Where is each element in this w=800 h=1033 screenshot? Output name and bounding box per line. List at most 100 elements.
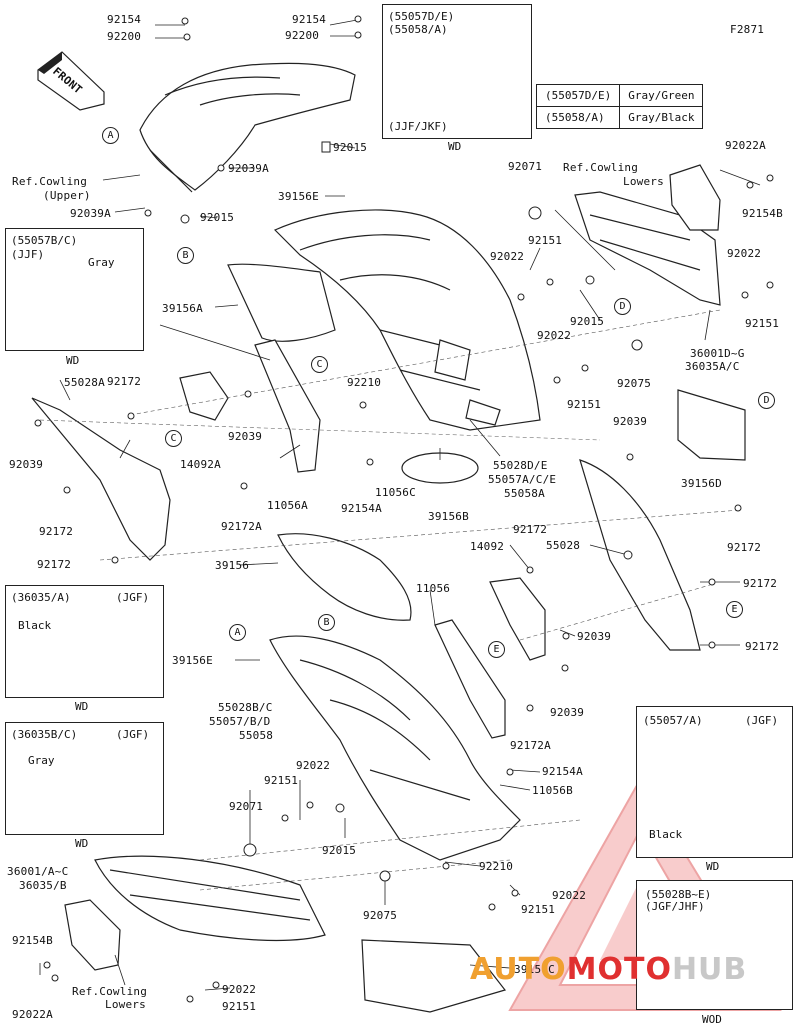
part-label: 92039A (70, 207, 111, 220)
part-label: (Upper) (43, 189, 91, 202)
part-label: 92015 (570, 315, 605, 328)
part-label: 55057A/C/E (488, 473, 557, 486)
part-label: 92022 (296, 759, 331, 772)
part-label: 92039A (228, 162, 269, 175)
part-label: 92022A (12, 1008, 53, 1021)
part-label: 92015 (333, 141, 368, 154)
inset-wd-label: WD (66, 354, 80, 367)
inset-variant: (JJF) (11, 248, 45, 261)
callout-d: D (758, 392, 775, 409)
pad-39156A-drawing (227, 263, 336, 342)
part-label: 92151 (264, 774, 299, 787)
inset-variant: (JJF/JKF) (388, 120, 448, 133)
callout-b: B (177, 247, 194, 264)
part-label: 92022 (537, 329, 572, 342)
part-label: 36035A/C (685, 360, 740, 373)
fastener-icons (34, 15, 774, 1003)
part-label: 92039 (9, 458, 44, 471)
callout-a: A (229, 624, 246, 641)
pad-39156D-drawing (677, 389, 746, 461)
part-label: 92172 (745, 640, 780, 653)
part-label: 92015 (322, 844, 357, 857)
inset-variant: (JGF) (745, 714, 779, 727)
inset-wd-label: WD (706, 860, 720, 873)
part-label: 92022 (222, 983, 257, 996)
inset-color: Black (18, 619, 52, 632)
inset-color: Black (649, 828, 683, 841)
callout-d: D (614, 298, 631, 315)
callout-e: E (726, 601, 743, 618)
inset-part-line: (55028B~E) (645, 888, 712, 901)
front-arrow-icon (37, 51, 105, 111)
part-label: 92154B (742, 207, 783, 220)
side-cowling-upper-drawing (273, 209, 541, 431)
assembly-guide-lines (39, 309, 741, 891)
part-label: 39156C (514, 963, 555, 976)
part-label: 39156B (428, 510, 469, 523)
inset-part-line: (55058/A) (388, 23, 448, 36)
color-table-color: Gray/Black (619, 106, 704, 129)
part-label: 92154 (107, 13, 142, 26)
watermark-part: AUTO (470, 952, 567, 987)
bracket-11056A-drawing (254, 339, 321, 473)
color-table-row: (55057D/E) Gray/Green (535, 84, 704, 107)
leader-lines (39, 19, 761, 991)
watermark-part: HUB (671, 952, 748, 987)
part-label: 92151 (521, 903, 556, 916)
part-label: 55028D/E (493, 459, 548, 472)
part-label: 92200 (285, 29, 320, 42)
inset-jjf-jkf: (55057D/E) (55058/A) (JJF/JKF) (382, 4, 532, 139)
part-label: 92151 (745, 317, 780, 330)
part-label: 92039 (577, 630, 612, 643)
part-label: 92071 (508, 160, 543, 173)
part-label: 36001D~G (690, 347, 745, 360)
part-label: 92151 (528, 234, 563, 247)
inset-variant: (JGF/JHF) (645, 900, 705, 913)
callout-c: C (165, 430, 182, 447)
part-label: 14092 (470, 540, 505, 553)
part-label: Lowers (623, 175, 664, 188)
part-label: 11056C (375, 486, 416, 499)
color-table-row: (55058/A) Gray/Black (535, 106, 704, 129)
cowling-lowers-right-drawing (574, 164, 721, 306)
inset-55057a-jgf: (55057/A) (JGF) Black (636, 706, 793, 858)
part-label: 92210 (347, 376, 382, 389)
callout-c: C (311, 356, 328, 373)
part-label: 39156A (162, 302, 203, 315)
part-label: Lowers (105, 998, 146, 1011)
color-table-part: (55058/A) (535, 106, 621, 129)
part-label: 92172 (37, 558, 72, 571)
part-label: 92022 (727, 247, 762, 260)
part-label: 55058 (239, 729, 274, 742)
part-label: 92154B (12, 934, 53, 947)
inset-color: Gray (28, 754, 55, 767)
part-label: Ref.Cowling (12, 175, 88, 188)
part-label: 92015 (200, 211, 235, 224)
part-label: 92151 (567, 398, 602, 411)
part-label: 92172 (107, 375, 142, 388)
inset-part-line: (55057D/E) (388, 10, 455, 23)
part-label: 39156 (215, 559, 250, 572)
part-label: 92172A (221, 520, 262, 533)
part-label: 92200 (107, 30, 142, 43)
inset-color: Gray (88, 256, 115, 269)
inset-part-line: (55057/A) (643, 714, 703, 727)
figure-code: F2871 (730, 23, 765, 36)
watermark-part: MOTO (566, 952, 672, 987)
part-label: 55057/B/D (209, 715, 271, 728)
part-label: 92075 (363, 909, 398, 922)
part-label: 55028 (546, 539, 581, 552)
part-label: 92154 (292, 13, 327, 26)
inset-55028be-jgf-jhf: (55028B~E) (JGF/JHF) (636, 880, 793, 1010)
inset-36035a-jgf: (36035/A) (JGF) Black (5, 585, 164, 698)
cowling-55028-drawing (579, 459, 701, 651)
part-label: 92022 (552, 889, 587, 902)
inset-55057bc-jjf: (55057B/C) (JJF) Gray (5, 228, 144, 351)
callout-a: A (102, 127, 119, 144)
part-label: 36035/B (19, 879, 67, 892)
inset-variant: (JGF) (116, 591, 150, 604)
pad-39156-drawing (277, 533, 412, 621)
inset-part-line: (55057B/C) (11, 234, 78, 247)
part-label: 11056 (416, 582, 451, 595)
